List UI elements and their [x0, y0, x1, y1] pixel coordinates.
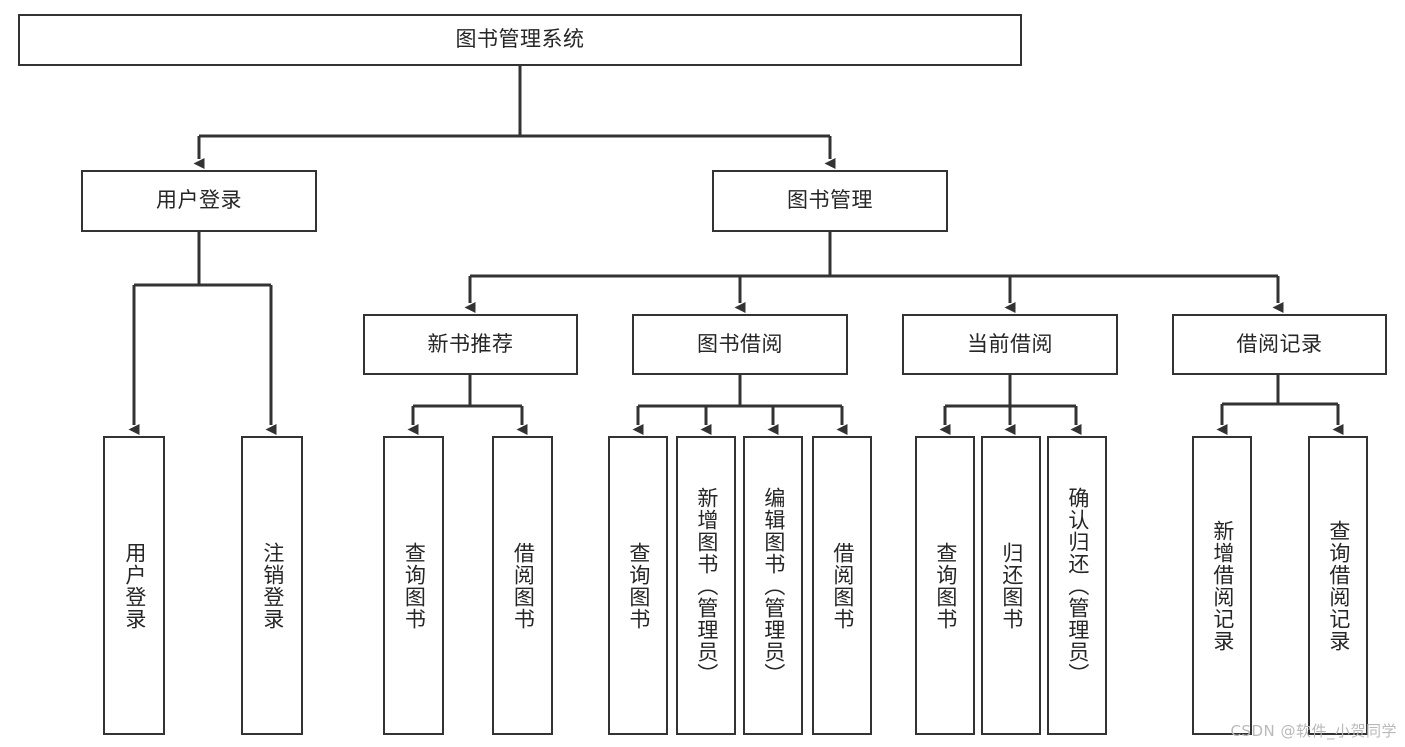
leaf-borrow-book[interactable]: 借阅图书: [812, 436, 872, 735]
node-current-borrow[interactable]: 当前借阅: [902, 314, 1118, 375]
node-label: 用户登录: [156, 188, 242, 213]
leaf-user-logout[interactable]: 注销登录: [241, 436, 303, 735]
node-book-borrow[interactable]: 图书借阅: [632, 314, 848, 375]
node-label: 图书管理: [787, 188, 873, 213]
leaf-query-book-borrow[interactable]: 查询图书: [608, 436, 668, 735]
node-book-management[interactable]: 图书管理: [712, 170, 948, 232]
node-label: 确认归还（管理员）: [1065, 486, 1090, 685]
leaf-query-borrow-record[interactable]: 查询借阅记录: [1308, 436, 1368, 735]
node-label: 归还图书: [999, 541, 1024, 630]
node-label: 编辑图书（管理员）: [761, 486, 786, 685]
leaf-user-login[interactable]: 用户登录: [103, 436, 165, 735]
leaf-return-book[interactable]: 归还图书: [981, 436, 1041, 735]
leaf-query-book-recommend[interactable]: 查询图书: [383, 436, 444, 735]
node-label: 图书借阅: [697, 331, 783, 356]
node-label: 注销登录: [260, 541, 285, 630]
leaf-confirm-return-admin[interactable]: 确认归还（管理员）: [1047, 436, 1107, 735]
node-label: 查询图书: [626, 541, 651, 630]
leaf-edit-book-admin[interactable]: 编辑图书（管理员）: [743, 436, 803, 735]
leaf-add-borrow-record[interactable]: 新增借阅记录: [1192, 436, 1252, 735]
node-new-book-recommend[interactable]: 新书推荐: [363, 314, 578, 375]
node-label: 新增图书（管理员）: [694, 486, 719, 685]
node-label: 查询借阅记录: [1326, 519, 1351, 652]
node-label: 查询图书: [933, 541, 958, 630]
node-user-login[interactable]: 用户登录: [81, 170, 317, 232]
node-label: 借阅图书: [830, 541, 855, 630]
leaf-add-book-admin[interactable]: 新增图书（管理员）: [676, 436, 736, 735]
node-label: 图书管理系统: [455, 27, 585, 52]
node-label: 当前借阅: [967, 331, 1053, 356]
leaf-borrow-book-recommend[interactable]: 借阅图书: [492, 436, 553, 735]
node-label: 新书推荐: [427, 331, 514, 356]
node-label: 借阅记录: [1236, 331, 1323, 356]
node-label: 用户登录: [122, 541, 147, 630]
node-borrow-record[interactable]: 借阅记录: [1172, 314, 1387, 375]
node-label: 查询图书: [402, 541, 427, 630]
node-label: 新增借阅记录: [1210, 519, 1235, 652]
leaf-query-book-current[interactable]: 查询图书: [915, 436, 975, 735]
node-root-system[interactable]: 图书管理系统: [18, 14, 1022, 66]
node-label: 借阅图书: [511, 541, 536, 630]
